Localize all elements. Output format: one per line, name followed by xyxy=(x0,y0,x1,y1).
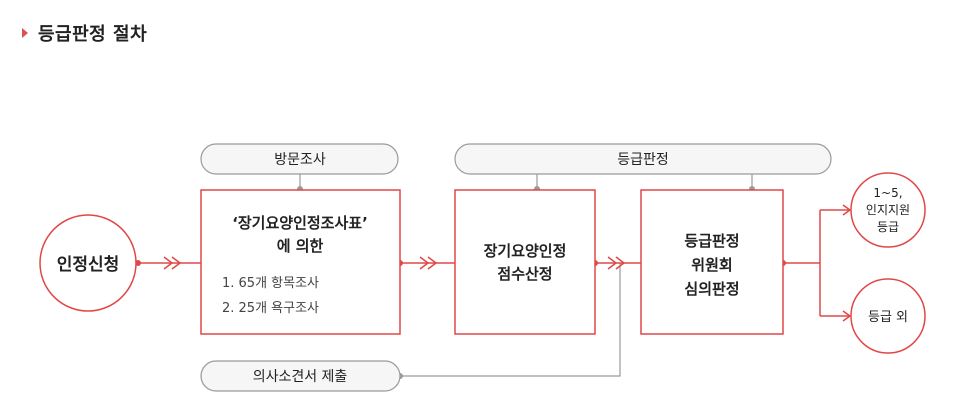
start-node-label: 인정신청 xyxy=(57,254,120,275)
flow-chevron-3 xyxy=(607,256,618,270)
doctor-pill: 의사소견서 제출 xyxy=(200,360,401,392)
branch-bottom-arrow xyxy=(842,310,852,322)
survey-box-title-2: 에 의한 xyxy=(277,237,324,255)
survey-box-title-1: ‘장기요양인정조사표’ xyxy=(232,214,368,232)
section-title: 등급판정 절차 xyxy=(38,24,148,45)
flow-chevron-2b xyxy=(427,256,438,270)
result-bottom-node: 등급 외 xyxy=(850,278,926,354)
result-top-line-1: 1~5, xyxy=(873,186,902,200)
committee-box-line-1: 등급판정 xyxy=(684,232,739,250)
result-top-line-2: 인지지원 xyxy=(866,203,910,217)
survey-box-item-2: 2. 25개 욕구조사 xyxy=(222,301,319,316)
score-box: 장기요양인정 점수산정 xyxy=(454,189,596,335)
start-node: 인정신청 xyxy=(39,214,137,312)
flow-chevron-1b xyxy=(171,256,182,270)
survey-pill-label: 방문조사 xyxy=(274,152,326,168)
doctor-connector xyxy=(400,263,621,377)
score-box-line-2: 점수산정 xyxy=(497,265,552,283)
doctor-pill-label: 의사소견서 제출 xyxy=(253,369,348,385)
section-heading: 등급판정 절차 xyxy=(22,20,147,46)
flow-chevron-1 xyxy=(163,256,174,270)
survey-box: ‘장기요양인정조사표’ 에 의한 1. 65개 항목조사 2. 25개 욕구조사 xyxy=(200,189,401,335)
grade-pill-label: 등급판정 xyxy=(617,152,669,168)
flow-chevron-2 xyxy=(419,256,430,270)
result-top-node: 1~5, 인지지원 등급 xyxy=(850,172,926,248)
committee-box: 등급판정 위원회 심의판정 xyxy=(640,189,784,335)
committee-box-line-3: 심의판정 xyxy=(684,280,739,298)
branch-top-arrow xyxy=(842,204,852,216)
committee-box-line-2: 위원회 xyxy=(691,256,732,274)
triangle-bullet-icon xyxy=(22,28,28,38)
survey-pill: 방문조사 xyxy=(200,143,399,175)
survey-box-item-1: 1. 65개 항목조사 xyxy=(222,276,319,291)
flow-chevron-3b xyxy=(615,256,626,270)
result-bottom-label: 등급 외 xyxy=(868,310,908,325)
result-top-line-3: 등급 xyxy=(877,220,899,234)
score-box-line-1: 장기요양인정 xyxy=(484,242,567,260)
grade-pill: 등급판정 xyxy=(454,143,832,175)
